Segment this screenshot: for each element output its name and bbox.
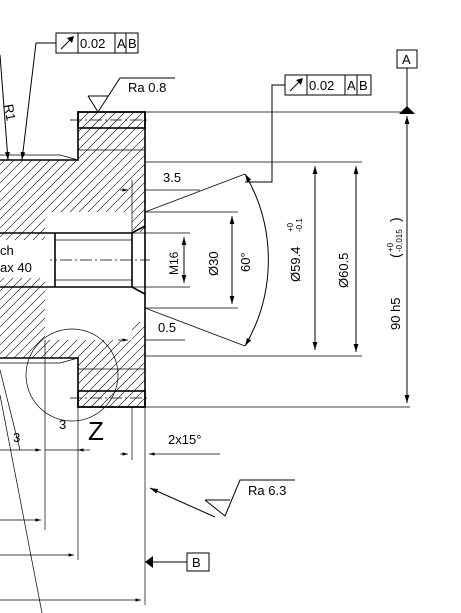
- hatch-line: [420, 100, 461, 420]
- dim-0-5: 0.5: [118, 320, 185, 342]
- svg-text:2x15°: 2x15°: [168, 432, 201, 447]
- hatch-line: [32, 112, 145, 407]
- fcf-mid: 0.02 A B: [245, 74, 372, 183]
- hatch-line: [0, 112, 145, 407]
- callout-z: Z: [88, 416, 104, 446]
- hatch-line: [303, 100, 461, 420]
- hatch-line: [384, 100, 461, 420]
- svg-text:60°: 60°: [238, 252, 253, 272]
- hatch-line: [312, 100, 461, 420]
- hatch-line: [402, 100, 461, 420]
- svg-text:Ø59.4: Ø59.4: [288, 247, 303, 282]
- hatch-line: [68, 112, 145, 407]
- svg-text:Ø60.5: Ø60.5: [336, 253, 351, 288]
- svg-text:Ra 6.3: Ra 6.3: [248, 483, 286, 498]
- dim-dia605: Ø60.5: [145, 161, 362, 357]
- hatch-line: [393, 100, 461, 420]
- svg-text:0.02: 0.02: [80, 36, 105, 51]
- hatch-line: [186, 100, 461, 420]
- detail-circle-z: [25, 328, 119, 422]
- hatch-line: [0, 112, 145, 407]
- svg-text:A: A: [402, 52, 411, 67]
- svg-text:R1: R1: [1, 103, 19, 122]
- hatch-line: [159, 100, 461, 420]
- hatch-line: [375, 100, 461, 420]
- svg-text:ch: ch: [0, 243, 14, 258]
- roughness-face: Ra 6.3: [149, 479, 295, 518]
- hatch-line: [113, 112, 145, 407]
- svg-text:B: B: [359, 78, 368, 93]
- hatch-line: [50, 112, 145, 407]
- dim-3-left: 3 3: [0, 340, 141, 613]
- svg-text:M16: M16: [167, 251, 181, 275]
- hatch-line: [285, 100, 461, 420]
- svg-text:+0: +0: [386, 242, 395, 252]
- hatch-line: [348, 100, 461, 420]
- dim-90h5: 90 h5 ( +0 -0.015 ): [145, 111, 410, 408]
- svg-text:B: B: [192, 555, 201, 570]
- roughness-top: Ra 0.8: [87, 77, 175, 113]
- hatch-line: [276, 100, 461, 420]
- runout-arrow-icon: [60, 36, 74, 50]
- svg-text:(: (: [387, 253, 403, 258]
- svg-text:A: A: [347, 78, 356, 93]
- dim-m16: M16: [132, 232, 190, 288]
- svg-text:-0.015: -0.015: [395, 229, 404, 252]
- hatch-line: [5, 112, 145, 407]
- svg-text:3.5: 3.5: [163, 170, 181, 185]
- hatch-line: [86, 112, 145, 407]
- dim-dia594: Ø59.4 +0 -0.1: [286, 166, 318, 350]
- hatch-line: [339, 100, 461, 420]
- hatch-line: [150, 100, 461, 420]
- hatch-line: [0, 112, 138, 407]
- hatch-line: [447, 100, 461, 420]
- svg-text:A: A: [117, 36, 126, 51]
- svg-text:-0.1: -0.1: [295, 218, 304, 232]
- part-outline: [0, 111, 146, 408]
- hatch-line: [429, 100, 461, 420]
- radius-r1: R1: [0, 54, 19, 161]
- hatch-line: [195, 100, 461, 420]
- hatch-line: [357, 100, 461, 420]
- hatch-line: [294, 100, 461, 420]
- svg-text:ax 40: ax 40: [0, 260, 32, 275]
- svg-text:0.5: 0.5: [158, 320, 176, 335]
- hatch-line: [59, 112, 145, 407]
- svg-text:Ra 0.8: Ra 0.8: [128, 80, 166, 95]
- svg-text:Ø30: Ø30: [206, 251, 221, 276]
- thread-note: ch ax 40: [0, 240, 50, 278]
- svg-text:3: 3: [59, 417, 66, 432]
- fcf-top: 0.02 A B: [20, 32, 139, 161]
- hatch-line: [456, 100, 461, 420]
- datum-b: B: [145, 552, 210, 572]
- hatch-line: [104, 112, 145, 407]
- hatch-line: [411, 100, 461, 420]
- dim-3-5: 3.5: [120, 170, 200, 233]
- dim-angle60: 60°: [144, 173, 269, 347]
- hatch-line: [438, 100, 461, 420]
- svg-text:0.02: 0.02: [309, 78, 334, 93]
- datum-triangle-icon: [399, 106, 415, 114]
- dim-dia30: Ø30: [145, 211, 238, 309]
- hatch-line: [77, 112, 145, 407]
- roughness-symbol-icon: [87, 77, 175, 113]
- datum-a: A: [396, 49, 418, 114]
- dim-chamfer: 2x15°: [120, 407, 220, 605]
- svg-text:90 h5: 90 h5: [388, 297, 403, 330]
- svg-text:+0: +0: [286, 222, 295, 232]
- hatch-line: [366, 100, 461, 420]
- hatch-line: [249, 100, 461, 420]
- hatch-line: [41, 112, 145, 407]
- svg-text:B: B: [128, 36, 137, 51]
- svg-text:): ): [387, 217, 403, 222]
